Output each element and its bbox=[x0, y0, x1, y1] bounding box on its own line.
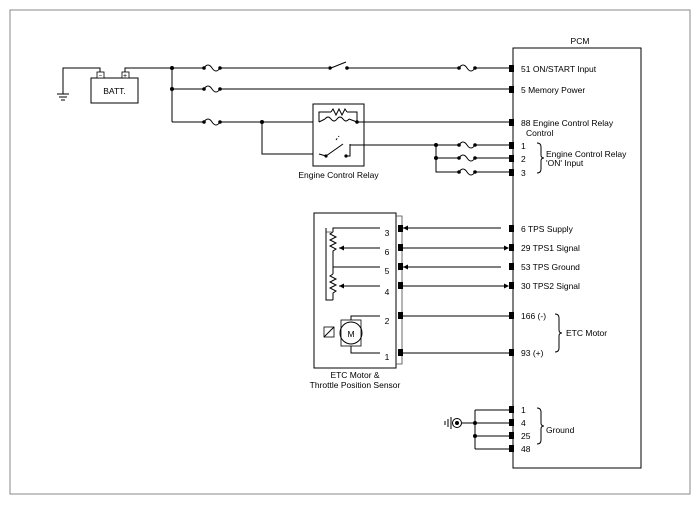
wire-memory-power bbox=[172, 85, 509, 93]
wires-tps-etc bbox=[403, 225, 509, 354]
fuse-icon bbox=[458, 168, 476, 176]
pin-ecr-on-2: 2 bbox=[521, 154, 526, 164]
wire-relay-feed bbox=[172, 118, 319, 155]
battery-positive-bus bbox=[124, 67, 173, 122]
label-ecr-on-input-cont: 'ON' Input bbox=[546, 158, 584, 168]
label-ecr-on-input: Engine Control Relay bbox=[546, 149, 627, 159]
pin-tps2-signal: 30 TPS2 Signal bbox=[521, 281, 580, 291]
pcm-terminals bbox=[509, 65, 514, 452]
plus-icon: + bbox=[123, 73, 127, 80]
motor-icon bbox=[339, 321, 363, 345]
sensor-label-1: ETC Motor & bbox=[330, 370, 379, 380]
connector-housing bbox=[396, 215, 403, 365]
pin-ecr-on-1: 1 bbox=[521, 141, 526, 151]
battery: − + BATT. bbox=[90, 71, 139, 104]
pin-memory-power: 5 Memory Power bbox=[521, 85, 585, 95]
pin-motor-negative: 166 (-) bbox=[521, 311, 546, 321]
ground-circuit bbox=[444, 409, 509, 450]
engine-control-relay: Engine Control Relay bbox=[298, 103, 379, 180]
pin-ground-1: 1 bbox=[521, 405, 526, 415]
minus-icon: − bbox=[99, 74, 103, 80]
sensor-pin-6: 6 bbox=[385, 247, 390, 257]
pin-tps-ground: 53 TPS Ground bbox=[521, 262, 580, 272]
bracket-ground bbox=[536, 407, 545, 445]
pin-ecr-control: 88 Engine Control Relay bbox=[521, 118, 614, 128]
potentiometer-tps1-icon bbox=[328, 231, 338, 261]
diagram-border bbox=[9, 9, 691, 495]
fuse-icon bbox=[203, 118, 221, 126]
sensor-label-2: Throttle Position Sensor bbox=[310, 380, 401, 390]
fuse-icon bbox=[458, 64, 476, 72]
sensor-pin-1: 1 bbox=[385, 352, 390, 362]
wire-on-start bbox=[172, 61, 509, 72]
fuse-icon bbox=[203, 64, 221, 72]
pin-ecr-on-3: 3 bbox=[521, 168, 526, 178]
relay-switch-icon bbox=[325, 143, 344, 157]
pin-on-start-input: 51 ON/START Input bbox=[521, 64, 597, 74]
fuse-icon bbox=[458, 154, 476, 162]
etc-motor-tps-unit: 3 6 5 4 2 1 M ETC Motor & Throttl bbox=[310, 212, 403, 390]
label-ground: Ground bbox=[546, 425, 575, 435]
bracket-etc-motor bbox=[554, 313, 563, 353]
potentiometer-tps2-icon bbox=[328, 273, 338, 300]
pin-ground-25: 25 bbox=[521, 431, 531, 441]
sensor-pin-3: 3 bbox=[385, 228, 390, 238]
battery-label: BATT. bbox=[103, 86, 126, 96]
pin-ground-4: 4 bbox=[521, 418, 526, 428]
pin-tps-supply: 6 TPS Supply bbox=[521, 224, 574, 234]
label-etc-motor: ETC Motor bbox=[566, 328, 607, 338]
motor-symbol: M bbox=[347, 329, 354, 339]
pcm-module: PCM 51 ON/START Input 5 Memory Power 88 … bbox=[509, 36, 642, 469]
chassis-ground-icon bbox=[57, 93, 69, 101]
fuse-icon bbox=[458, 141, 476, 149]
ignition-switch-icon bbox=[330, 61, 347, 69]
battery-ground-wire bbox=[62, 67, 101, 94]
pin-motor-positive: 93 (+) bbox=[521, 348, 544, 358]
bracket-ecr-on bbox=[536, 142, 545, 174]
pin-ground-48: 48 bbox=[521, 444, 531, 454]
wire-ecr-on-input bbox=[350, 141, 509, 176]
sensor-pin-5: 5 bbox=[385, 266, 390, 276]
resistor-icon bbox=[330, 107, 348, 117]
fuse-icon bbox=[203, 85, 221, 93]
pin-tps1-signal: 29 TPS1 Signal bbox=[521, 243, 580, 253]
relay-label: Engine Control Relay bbox=[298, 170, 379, 180]
sensor-pin-2: 2 bbox=[385, 316, 390, 326]
pin-ecr-control-cont: Control bbox=[526, 128, 554, 138]
relay-coil-icon bbox=[324, 116, 350, 122]
sensor-pin-4: 4 bbox=[385, 287, 390, 297]
pcm-title: PCM bbox=[571, 36, 590, 46]
